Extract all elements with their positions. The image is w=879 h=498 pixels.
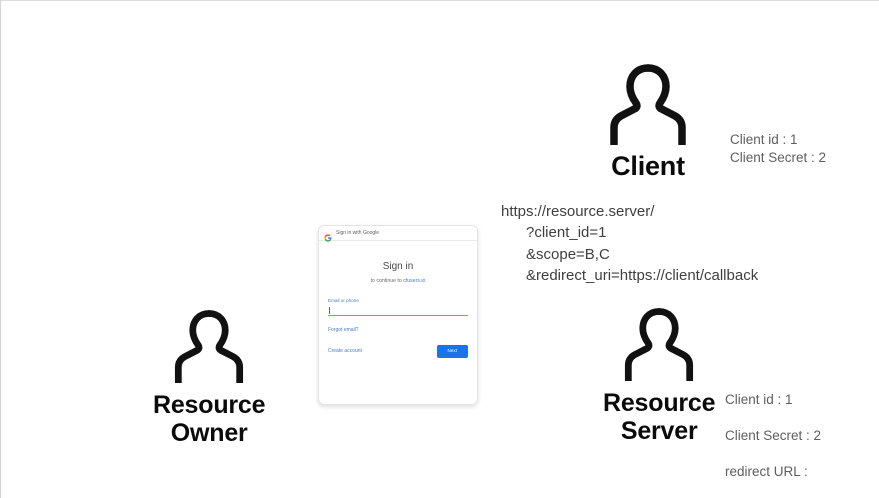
auth-url-redirect-uri: &redirect_uri=https://client/callback: [526, 266, 759, 284]
server-client-id: Client id : 1: [725, 391, 793, 407]
actor-resource-owner: Resource Owner: [153, 309, 266, 447]
text-caret: [329, 307, 330, 314]
server-client-secret: Client Secret : 2: [725, 427, 822, 443]
actor-resource-server: Resource Server: [603, 307, 716, 445]
auth-url-base: https://resource.server/: [501, 203, 655, 220]
person-icon: [605, 63, 691, 150]
actor-resource-owner-label: Resource Owner: [153, 391, 266, 447]
create-account-link[interactable]: Create account: [328, 348, 362, 355]
next-button[interactable]: Next: [436, 345, 468, 358]
actor-resource-server-label: Resource Server: [603, 389, 716, 445]
google-g-icon: [324, 229, 332, 242]
client-credentials-note: Client id : 1 Client Secret : 2: [730, 132, 827, 165]
auth-url-scope: &scope=B,C: [526, 245, 610, 263]
signin-subtitle-domain-link[interactable]: cfusers.io: [403, 278, 426, 284]
person-icon: [620, 307, 698, 386]
email-field-label: Email or phone: [328, 298, 359, 303]
dialog-titlebar-label: Sign in with Google: [336, 230, 380, 236]
authorization-request-url: https://resource.server/ ?client_id=1 &s…: [501, 201, 758, 286]
signin-subtitle-prefix: to continue to: [370, 278, 404, 284]
email-field-wrapper: Email or phone: [328, 298, 468, 316]
server-redirect-url-label: redirect URL :: [725, 463, 808, 479]
actor-client-label: Client: [611, 151, 685, 181]
signin-heading: Sign in: [382, 261, 414, 272]
dialog-action-row: Create account Next: [328, 345, 468, 358]
dialog-body: Sign in to continue to cfusers.io Email …: [319, 241, 477, 358]
person-icon: [170, 309, 248, 388]
signin-subtitle: to continue to cfusers.io: [328, 278, 468, 284]
auth-url-client-id: ?client_id=1: [526, 224, 607, 242]
google-signin-dialog[interactable]: Sign in with Google Sign in to continue …: [318, 225, 478, 405]
forgot-email-link[interactable]: Forgot email?: [328, 327, 359, 333]
email-input[interactable]: [328, 306, 468, 316]
resource-server-credentials-note: Client id : 1 Client Secret : 2 redirect…: [725, 373, 858, 498]
dialog-titlebar: Sign in with Google: [319, 226, 477, 242]
actor-client: Client: [605, 63, 691, 181]
